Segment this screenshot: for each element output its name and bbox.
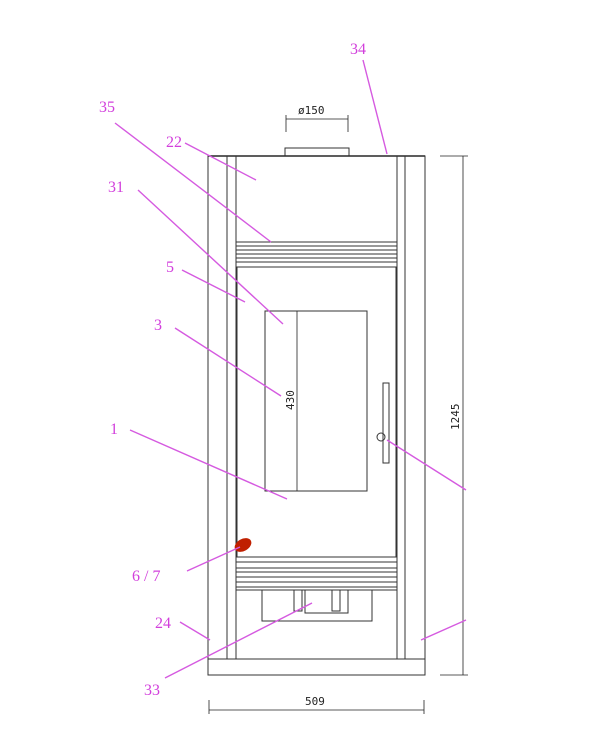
height-dim: 1245	[449, 404, 462, 431]
label-34: 34	[350, 41, 366, 58]
dimensions: ø150 1245 509 430	[208, 104, 468, 714]
label-6-7: 6 / 7	[132, 568, 160, 585]
flue-collar	[284, 147, 350, 157]
label-22: 22	[166, 134, 182, 151]
glass-height-dim: 430	[284, 390, 297, 410]
label-24: 24	[155, 615, 171, 632]
part-labels: 34 35 22 31 5 3 1 6 / 7 24 33	[99, 41, 366, 699]
label-33: 33	[144, 682, 160, 699]
bottom-grille	[236, 561, 397, 591]
label-3: 3	[154, 317, 162, 334]
air-control-knob	[234, 538, 252, 552]
leader-lines	[114, 59, 467, 679]
label-1: 1	[110, 421, 118, 438]
door	[236, 266, 397, 558]
stove-body	[207, 147, 426, 676]
door-handle	[382, 382, 390, 464]
glass-window	[264, 310, 368, 492]
label-31: 31	[108, 179, 124, 196]
top-grille	[236, 241, 397, 263]
width-dim: 509	[305, 695, 325, 708]
ash-box	[261, 589, 373, 622]
handle-knob	[376, 432, 386, 442]
label-35: 35	[99, 99, 115, 116]
outer-casing	[207, 155, 426, 676]
flue-diameter-dim: ø150	[298, 104, 325, 117]
label-5: 5	[166, 259, 174, 276]
